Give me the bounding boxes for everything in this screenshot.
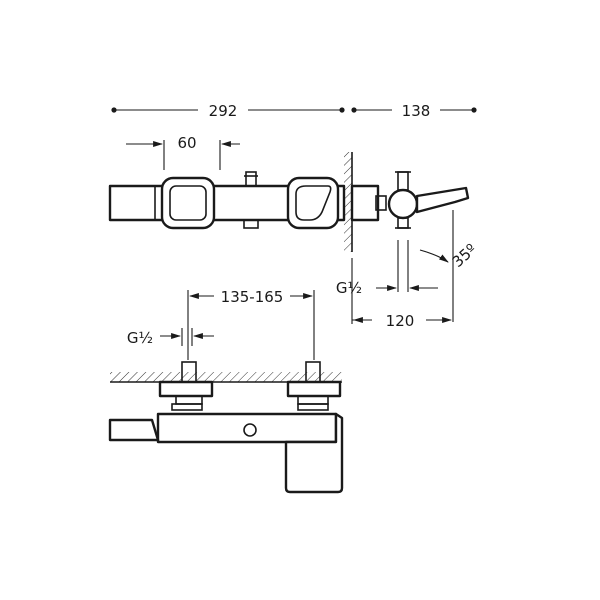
dimension-label-60: 60 xyxy=(177,134,196,152)
dimension-label-138: 138 xyxy=(402,102,431,120)
spout-front xyxy=(284,412,344,494)
dimension-spout-projection: 138 xyxy=(351,102,477,120)
dimension-inlet-thread-top: G½ xyxy=(336,240,438,297)
wall-hatch-vertical xyxy=(344,152,352,252)
dimension-overall-width: 292 xyxy=(111,102,345,120)
bottom-knob xyxy=(243,219,259,229)
top-knob xyxy=(245,171,257,187)
dimension-spout-depth: 120 xyxy=(351,258,452,330)
thermostat-cap xyxy=(108,418,160,442)
diverter-hub xyxy=(387,188,419,220)
dimension-label-g-half-top: G½ xyxy=(336,279,362,297)
dimension-inlet-thread-front: G½ xyxy=(127,328,214,347)
left-escutcheon xyxy=(158,380,214,398)
wall-hatch-horizontal xyxy=(110,372,342,382)
spout-top xyxy=(415,186,470,214)
dimension-label-g-half-front: G½ xyxy=(127,329,153,347)
dimension-label-135-165: 135-165 xyxy=(221,288,284,306)
dimension-label-292: 292 xyxy=(209,102,238,120)
dimension-label-120: 120 xyxy=(386,312,415,330)
mixer-body-front xyxy=(156,412,338,444)
dimension-spout-angle: 35º xyxy=(419,210,480,322)
front-view xyxy=(108,361,344,494)
diverter-button xyxy=(243,423,257,437)
right-handle-top xyxy=(286,176,340,230)
top-view xyxy=(108,152,470,252)
left-handle-top xyxy=(160,176,216,230)
dimension-inlet-spacing: 135-165 xyxy=(187,288,315,360)
dimension-handle-width: 60 xyxy=(126,134,240,170)
wall-connection xyxy=(350,184,380,222)
right-escutcheon xyxy=(286,380,342,398)
